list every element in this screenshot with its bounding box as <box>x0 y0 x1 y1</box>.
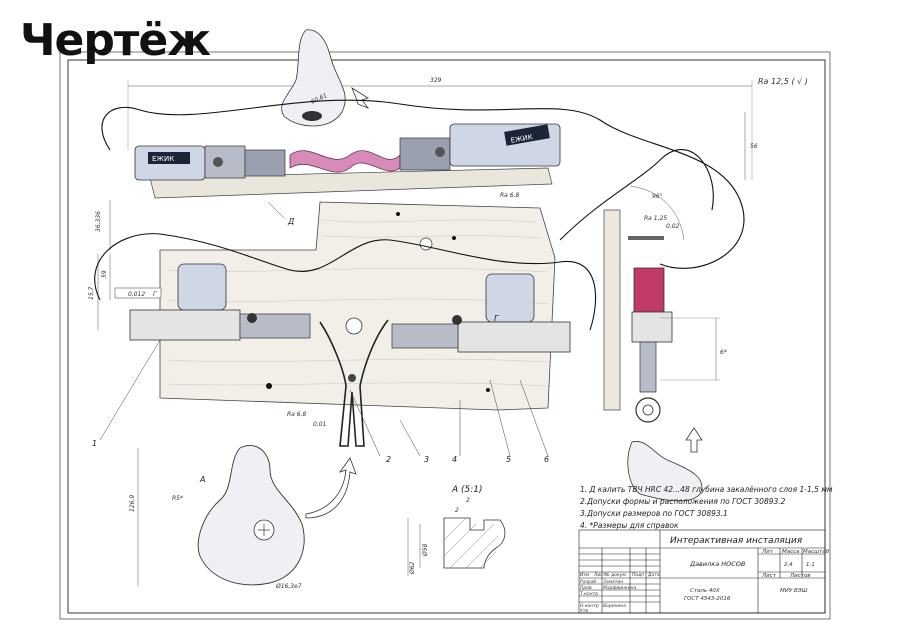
callout-2: 2 <box>386 455 391 464</box>
label-d: Д <box>287 217 294 226</box>
note-4: 4. *Размеры для справок <box>580 521 679 530</box>
callout-4: 4 <box>452 455 457 464</box>
dimension-329: 329 <box>127 77 753 180</box>
tb-person-2: Воронина <box>603 603 626 609</box>
flatness-tolerance: 0,012 Г <box>114 287 162 299</box>
tb-row-header-2: № докум <box>604 572 626 578</box>
svg-text:126,9: 126,9 <box>129 495 136 512</box>
detail-dim-2a: 2 <box>455 507 459 514</box>
tb-role-3: Н.контр <box>580 603 599 609</box>
middle-robot-left <box>129 263 311 341</box>
board-screw-top <box>419 237 433 251</box>
title-block-col-lit: Лит <box>761 549 774 555</box>
tb-row-header-4: Дата <box>647 572 660 578</box>
tb-role-4: Утв <box>580 608 588 614</box>
dimension-angle-0-02: 0,02 <box>666 223 680 230</box>
dimension-56: 56 <box>744 112 758 180</box>
top-base-roughness: Ra 6,8 <box>500 192 519 199</box>
tb-row-header-1: Лист <box>593 572 606 578</box>
title-block-title: Интерактивная инсталяция <box>670 536 803 546</box>
sheet-border-inner <box>67 59 826 614</box>
dimension-15-7: 15,7 <box>88 254 99 330</box>
title-block-material-1: Сталь 40Х <box>690 588 720 594</box>
curved-arrow <box>305 457 357 519</box>
title-block-mass: 2,4 <box>784 562 793 568</box>
tb-row-header-0: Изм <box>580 572 590 578</box>
section-a-profile <box>407 517 506 576</box>
dimension-r5: R5* <box>172 495 183 502</box>
dimension-59: 59 <box>101 254 111 300</box>
title-block-scale: 1:1 <box>806 562 815 568</box>
nose-figure-top <box>281 29 346 127</box>
title-block-material-2: ГОСТ 4543-2016 <box>684 596 731 602</box>
dimension-angle-96: 96° <box>652 193 663 200</box>
tb-person-1: Марфвинкина <box>603 585 636 591</box>
title-block <box>578 529 826 614</box>
title-block-col-scale: Масштаб <box>803 549 830 555</box>
dimension-d62: Ø62 <box>409 561 416 575</box>
tb-role-2: Т.контр <box>580 591 598 597</box>
nose-figure-right <box>627 441 703 502</box>
svg-text:ЕЖИК: ЕЖИК <box>510 133 533 145</box>
cable-wire <box>94 99 745 331</box>
dimension-36: 36,336 <box>95 200 111 250</box>
board-hole <box>266 383 272 389</box>
technical-notes: 1. Д калить ТВЧ HRC 42...48 глубина зака… <box>580 485 833 530</box>
middle-robot-right: Г <box>391 273 571 353</box>
wooden-board <box>159 201 556 411</box>
callout-5: 5 <box>506 455 511 464</box>
sheet-border-outer <box>59 51 831 620</box>
gripper-roughness: Ra 6,8 <box>287 411 306 418</box>
roughness-general: Ra 12,5 ( √ ) <box>758 77 808 86</box>
dimension-d16: Ø16,3e7 <box>275 583 302 590</box>
note-1: 1. Д калить ТВЧ HRC 42...48 глубина зака… <box>580 485 833 494</box>
callout-3: 3 <box>424 455 429 464</box>
note-3: 3.Допуски размеров по ГОСТ 30893.1 <box>580 509 728 518</box>
svg-text:Г: Г <box>153 291 157 298</box>
section-a-title: А (5:1) <box>451 485 483 495</box>
label-a: А <box>199 475 205 484</box>
dimension-6: 6* <box>660 317 727 381</box>
title-block-col-mass: Масса <box>782 549 800 555</box>
svg-text:6*: 6* <box>720 349 727 356</box>
dimension-d58: Ø58 <box>422 543 429 557</box>
side-board <box>603 209 621 411</box>
dimension-126-9: 126,9 <box>129 448 139 586</box>
side-roughness: Ra 1,25 <box>644 215 667 222</box>
tb-role-1: Пров <box>580 585 592 591</box>
svg-text:0,012: 0,012 <box>128 291 145 298</box>
callout-leaders <box>99 339 549 457</box>
note-2: 2.Допуски формы и расположения по ГОСТ 3… <box>580 497 786 506</box>
svg-text:Г: Г <box>494 314 499 323</box>
svg-text:59: 59 <box>101 270 108 278</box>
top-gripper-center <box>289 150 401 173</box>
top-arrow <box>351 87 370 109</box>
tb-person-0: Замятин <box>603 579 623 585</box>
tweezers-tool <box>319 317 389 447</box>
callout-6: 6 <box>544 455 549 464</box>
svg-text:329: 329 <box>430 77 442 84</box>
callout-1: 1 <box>92 439 97 448</box>
nose-section-view <box>197 445 305 586</box>
detail-dim-2b: 2 <box>466 497 470 504</box>
top-robot-right: ЕЖИК <box>399 123 561 171</box>
svg-text:36,336: 36,336 <box>95 211 102 232</box>
tb-row-header-3: Подп <box>632 572 644 578</box>
gripper-tolerance: 0,01 <box>313 421 326 428</box>
title-block-sheets: Листов <box>789 573 811 579</box>
title-block-org: МИУ ВЭШ <box>780 588 808 594</box>
side-up-arrow <box>685 427 703 453</box>
svg-text:ЕЖИК: ЕЖИК <box>152 155 174 163</box>
svg-text:56: 56 <box>750 143 758 150</box>
page-headline: Чертёж <box>20 15 211 66</box>
side-gripper <box>628 236 673 423</box>
tb-role-0: Разраб <box>580 579 596 585</box>
top-robot-left: ЕЖИК <box>134 145 286 181</box>
title-block-name: Давилка НОСОВ <box>689 560 746 568</box>
title-block-sheet: Лист <box>761 573 777 579</box>
svg-text:15,7: 15,7 <box>88 286 95 300</box>
